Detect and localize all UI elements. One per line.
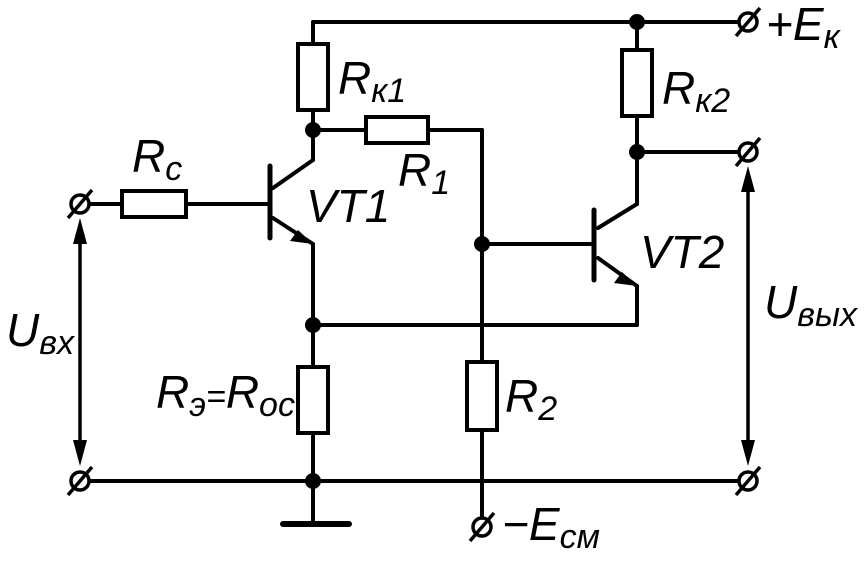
terminal-output-common <box>734 465 762 497</box>
label-r1: R1 <box>398 144 450 202</box>
uvx-arrow-up <box>73 218 87 244</box>
resistor-rk2 <box>620 48 654 118</box>
resistor-r1 <box>364 115 430 145</box>
label-uvx: Uвх <box>6 304 75 362</box>
junctions <box>305 14 645 489</box>
uvyx-arrow-down <box>741 440 755 466</box>
junction-dot <box>629 14 645 30</box>
resistor-rk1 <box>296 42 330 112</box>
label-r2: R2 <box>505 370 557 428</box>
junction-dot <box>305 473 321 489</box>
junction-dot <box>629 144 645 160</box>
transistor-vt1 <box>267 163 313 244</box>
terminal-plus-ek <box>734 6 762 38</box>
label-rc: Rc <box>132 130 182 188</box>
terminal-output <box>734 136 762 168</box>
resistor-rc <box>120 189 188 219</box>
vt1-emitter-arrow <box>290 230 313 244</box>
label-minus-ecm: −Eсм <box>502 498 600 556</box>
resistor-r2 <box>465 360 499 432</box>
label-vt1: VT1 <box>306 180 390 232</box>
uvx-arrow <box>73 218 87 466</box>
label-vt2: VT2 <box>640 226 724 278</box>
uvx-arrow-down <box>73 440 87 466</box>
label-uvyx: Uвых <box>764 276 858 334</box>
uvyx-arrow-up <box>741 166 755 192</box>
label-re-roc: Rэ=Rос <box>156 366 295 424</box>
resistor-re-roc <box>296 365 330 435</box>
vt1-collector-diagonal <box>271 158 315 190</box>
uvyx-arrow <box>741 166 755 466</box>
transistor-vt2 <box>591 207 637 286</box>
terminals <box>66 6 762 543</box>
resistors <box>120 42 654 435</box>
terminal-input-common <box>66 465 94 497</box>
terminal-minus-ecm <box>468 511 496 543</box>
vt2-emitter-arrow <box>614 272 637 286</box>
junction-dot <box>305 317 321 333</box>
label-rk1: Rк1 <box>338 52 406 110</box>
vt2-collector-diagonal <box>596 202 639 230</box>
label-rk2: Rк2 <box>662 62 730 120</box>
junction-dot <box>305 122 321 138</box>
label-plus-ek: +Eк <box>766 0 842 56</box>
terminal-input <box>66 188 94 220</box>
junction-dot <box>474 236 490 252</box>
